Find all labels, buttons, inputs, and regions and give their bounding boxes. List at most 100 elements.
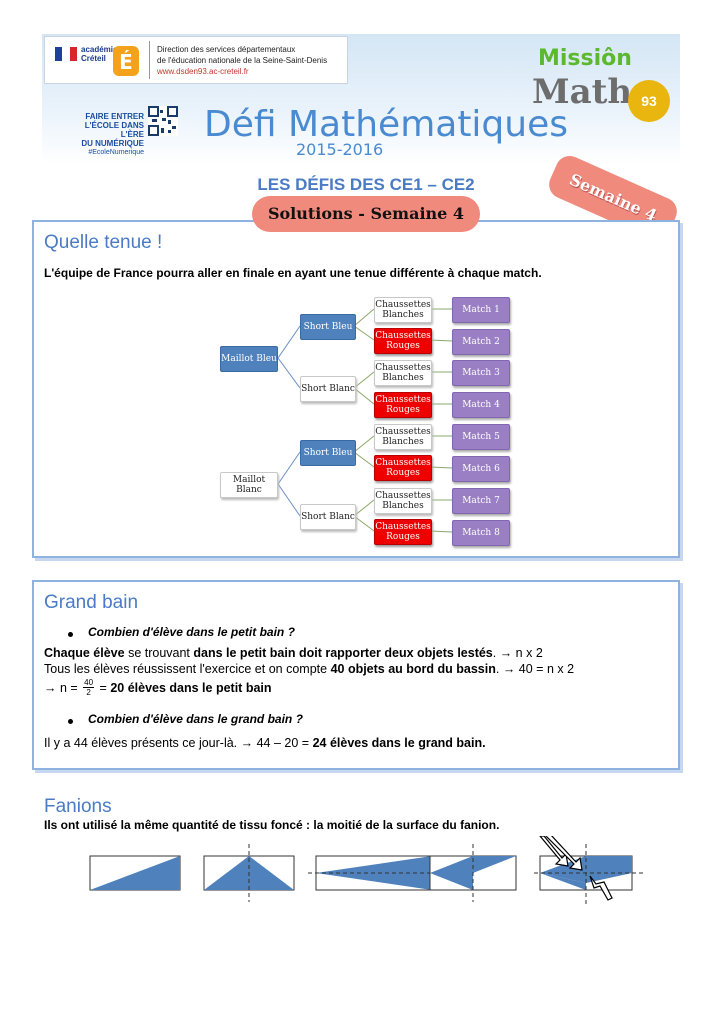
node-label: Rouges [386, 468, 420, 478]
math-logo-text: Math [532, 72, 633, 112]
node-label: Match 7 [462, 496, 500, 506]
line-mw-sbl [277, 483, 301, 517]
tree-node-maillot-bleu: Maillot Bleu [220, 346, 278, 372]
website-link[interactable]: www.dsden93.ac-creteil.fr [157, 67, 249, 76]
node-label: Maillot [232, 475, 266, 485]
fraction-denominator: 2 [86, 688, 91, 697]
node-label: Match 5 [462, 432, 500, 442]
l4-part-a: Il y a 44 élèves présents ce jour-là. → … [44, 736, 313, 750]
tree-node-match-5: Match 5 [452, 424, 510, 450]
fanion-5-shape [540, 856, 632, 883]
tree-node-match-4: Match 4 [452, 392, 510, 418]
tree-node-short-blanc: Short Blanc [300, 504, 356, 530]
fanion-4 [429, 844, 517, 902]
node-label: Chaussettes [375, 331, 431, 341]
line-1: Chaque élève se trouvant dans le petit b… [44, 646, 543, 660]
republique-flag-icon [55, 47, 77, 61]
l2-part-b: 40 objets au bord du bassin [330, 662, 496, 676]
line-mb-sbl [277, 357, 301, 389]
line-sb-cb [353, 308, 375, 327]
node-label: Short Blanc [301, 512, 355, 522]
tree-node-match-6: Match 6 [452, 456, 510, 482]
node-label: Match 6 [462, 464, 500, 474]
tree-connectors [277, 308, 453, 533]
l1-part-c: dans le petit bain doit rapporter deux o… [193, 646, 493, 660]
academie-label: académie [81, 45, 118, 54]
intro-text: L'équipe de France pourra aller en final… [44, 266, 542, 280]
academie-e-logo-icon: É [113, 46, 139, 76]
node-label: Rouges [386, 532, 420, 542]
tree-node-short-bleu: Short Bleu [300, 314, 356, 340]
node-label: Chaussettes [375, 395, 431, 405]
defi-year: 2015-2016 [296, 140, 384, 159]
l1-part-a: Chaque élève [44, 646, 125, 660]
divider [149, 41, 150, 79]
line-4: Il y a 44 élèves présents ce jour-là. → … [44, 736, 486, 750]
fanion-3 [308, 855, 440, 891]
section-title-fanions: Fanions [44, 796, 112, 817]
fraction: 40 2 [83, 678, 95, 697]
bullet [68, 632, 73, 637]
fanions-figures [89, 836, 644, 906]
section-title-grand-bain: Grand bain [44, 592, 139, 613]
node-label: Chaussettes [375, 491, 431, 501]
ecole-numerique-text: FAIRE ENTRER L'ÉCOLE DANS L'ÈRE DU NUMÉR… [64, 112, 144, 157]
svg-text:É: É [119, 50, 133, 74]
page-title: LES DÉFIS DES CE1 – CE2 [257, 175, 475, 194]
tree-node-match-7: Match 7 [452, 488, 510, 514]
qr-code-icon [148, 106, 178, 136]
section-grand-bain: Grand bain Combien d'élève dans le petit… [32, 580, 680, 770]
node-label: Chaussettes [375, 363, 431, 373]
fanions-text: Ils ont utilisé la même quantité de tiss… [44, 818, 500, 832]
l1-part-d: . → n x 2 [492, 646, 543, 660]
fanion-4-shape-left [430, 856, 473, 890]
node-label: Blanches [382, 310, 424, 320]
defi-title: Défi Mathématiques [204, 104, 569, 145]
node-label: Blanches [382, 373, 424, 383]
node-label: Match 4 [462, 400, 500, 410]
l3-part-c: 20 élèves dans le petit bain [110, 680, 272, 695]
faire-line-3: DU NUMÉRIQUE [81, 139, 144, 148]
line-2: Tous les élèves réussissent l'exercice e… [44, 662, 574, 676]
node-label: Rouges [386, 405, 420, 415]
section-title-quelle-tenue: Quelle tenue ! [44, 232, 163, 253]
institution-box: académie Créteil É Direction des service… [44, 36, 348, 84]
fanion-2 [203, 844, 295, 902]
line-mw-sb [277, 451, 301, 485]
fanion-5 [534, 836, 644, 906]
tree-node-short-blanc: Short Blanc [300, 376, 356, 402]
l1-part-b: se trouvant [124, 646, 194, 660]
line-sbl-cr [353, 387, 375, 405]
tree-node-match-8: Match 8 [452, 520, 510, 546]
node-label: Short Bleu [303, 448, 353, 458]
arrows-icon [539, 836, 613, 901]
node-label: Short Bleu [303, 322, 353, 332]
tree-node-match-2: Match 2 [452, 329, 510, 355]
node-label: Chaussettes [375, 458, 431, 468]
solutions-badge: Solutions - Semaine 4 [252, 196, 480, 232]
line-mb-sb [277, 325, 301, 359]
fanion-1 [89, 855, 181, 891]
node-label: Match 2 [462, 337, 500, 347]
l4-part-b: 24 élèves dans le grand bain. [312, 736, 486, 750]
node-label: Blanches [382, 437, 424, 447]
l2-part-a: Tous les élèves réussissent l'exercice e… [44, 662, 331, 676]
node-label: Rouges [386, 341, 420, 351]
node-label: Chaussettes [375, 427, 431, 437]
faire-line-2: L'ÉCOLE DANS L'ÈRE [84, 121, 144, 139]
tree-node-match-1: Match 1 [452, 297, 510, 323]
fanion-4-shape-right [473, 856, 516, 873]
node-label: Match 1 [462, 305, 500, 315]
line-sb-cr [353, 325, 375, 341]
section-quelle-tenue: Quelle tenue ! L'équipe de France pourra… [32, 220, 680, 558]
l3-part-b: = [96, 680, 111, 695]
node-label: Blanches [382, 501, 424, 511]
l3-part-a: → n = [44, 680, 82, 695]
